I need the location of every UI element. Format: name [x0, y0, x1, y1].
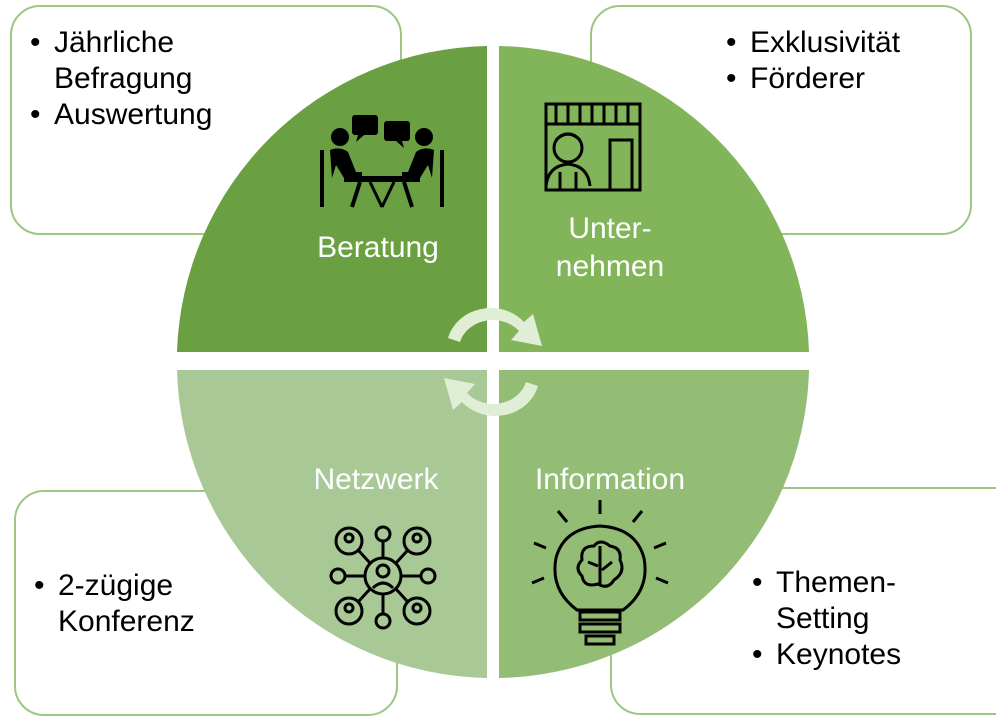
shop-owner-icon	[544, 102, 642, 192]
quadrant-label-beratung: Beratung	[317, 231, 439, 264]
quadrant-unternehmen	[499, 46, 809, 352]
quadrant-label-unternehmen-2: nehmen	[556, 250, 664, 283]
box-top-right-item: Exklusivität	[726, 25, 900, 61]
box-bottom-right-item: Themen-Setting	[752, 565, 901, 637]
quadrant-information	[499, 370, 809, 678]
box-top-right-item: Förderer	[726, 61, 900, 97]
box-top-left-item: Auswertung	[30, 97, 212, 133]
network-people-icon	[329, 525, 437, 630]
box-bottom-right: Themen-Setting Keynotes	[610, 487, 996, 715]
quadrant-label-unternehmen: Unter-	[568, 212, 651, 245]
quadrant-label-netzwerk: Netzwerk	[313, 463, 439, 496]
quadrant-label-information: Information	[535, 463, 685, 496]
quadrant-netzwerk	[177, 370, 487, 678]
lightbulb-brain-icon	[531, 500, 669, 646]
cycle-arrows-icon	[444, 308, 542, 416]
meeting-people-icon	[320, 115, 444, 208]
box-bottom-right-item: Keynotes	[752, 637, 901, 673]
